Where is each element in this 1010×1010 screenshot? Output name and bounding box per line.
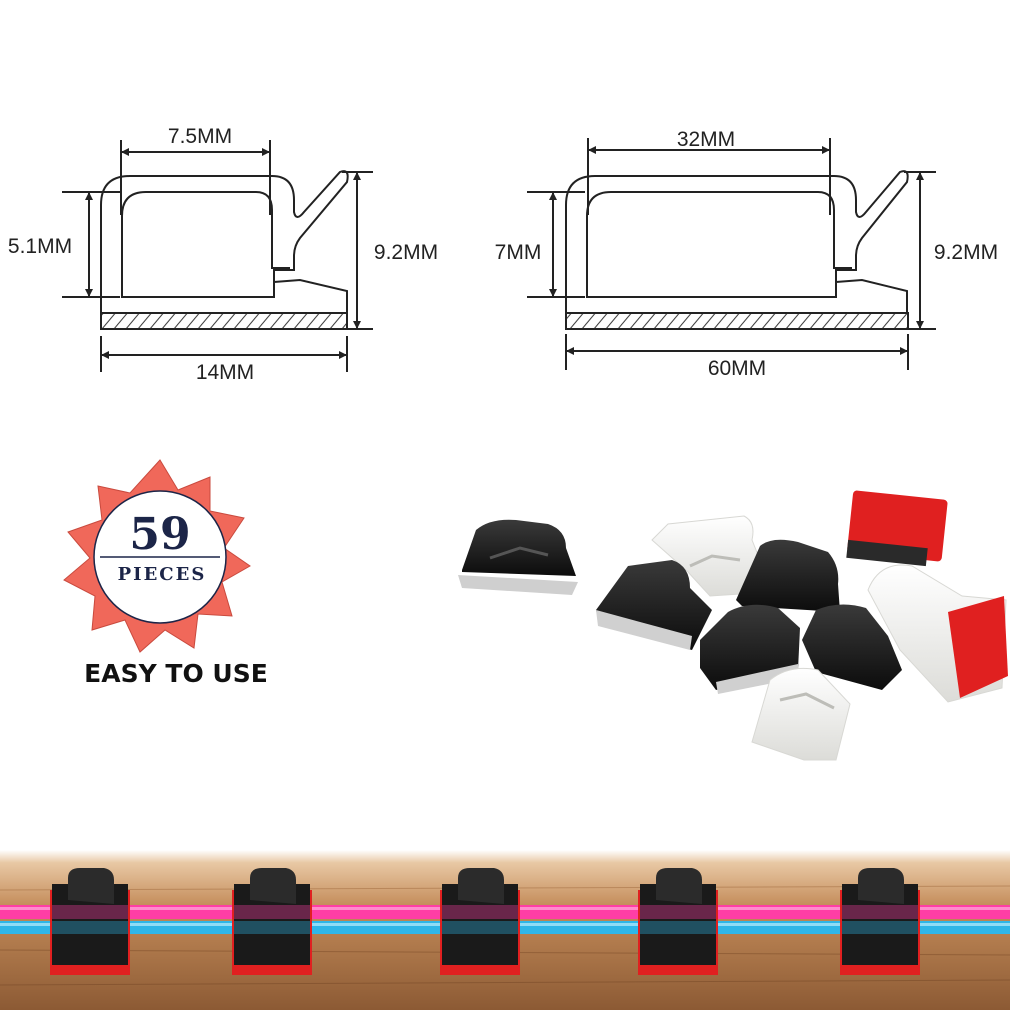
- red-adhesive-clip: [846, 490, 948, 567]
- piece-count: 59: [129, 509, 190, 560]
- easy-to-use-label: EASY TO USE: [84, 659, 268, 688]
- large-clip-total-height: 9.2MM: [934, 241, 998, 264]
- small-clip-outline: [100, 170, 349, 313]
- small-clip-top-width: 7.5MM: [168, 125, 232, 148]
- mounted-cable-clip: [232, 868, 312, 975]
- small-clip-inner-height: 5.1MM: [8, 235, 72, 258]
- large-clip-outline: [565, 170, 909, 313]
- mounted-cable-clip: [840, 868, 920, 975]
- large-clip-adhesive-base: [565, 312, 909, 330]
- white-clip: [751, 667, 851, 761]
- small-clip-base-width: 14MM: [196, 361, 254, 384]
- black-clip: [736, 539, 840, 612]
- piece-unit: PIECES: [118, 564, 207, 585]
- pieces-badge: 59 PIECES: [63, 459, 251, 653]
- white-clip: [651, 515, 761, 597]
- black-clip: [596, 560, 712, 650]
- large-clip-top-width: 32MM: [677, 128, 735, 151]
- black-clip-single: [458, 519, 578, 595]
- clip-cluster-photo: [458, 490, 1008, 761]
- large-clip-inner-height: 7MM: [495, 241, 542, 264]
- mounted-cable-clip: [50, 868, 130, 975]
- large-clip-diagram: [527, 138, 936, 370]
- large-clip-base-width: 60MM: [708, 357, 766, 380]
- small-clip-diagram: [62, 140, 373, 372]
- black-clip: [700, 604, 800, 694]
- black-clip: [802, 604, 902, 690]
- small-clip-adhesive-base: [100, 312, 348, 330]
- mounted-cable-clip: [638, 868, 718, 975]
- mounted-cable-clip: [440, 868, 520, 975]
- small-clip-total-height: 9.2MM: [374, 241, 438, 264]
- white-clip: [867, 564, 1008, 703]
